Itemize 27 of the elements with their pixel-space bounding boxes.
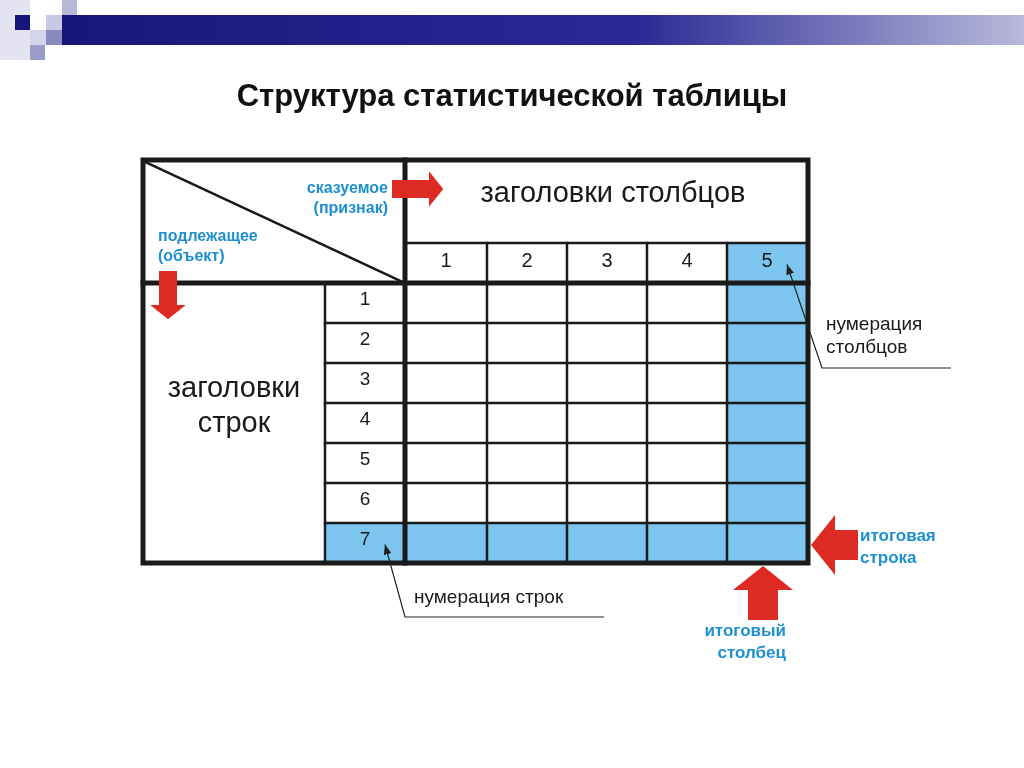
row-number: 3	[345, 368, 385, 398]
column-header: заголовки столбцов	[436, 175, 790, 223]
predicate-label: сказуемое (признак)	[270, 178, 388, 222]
row-number: 1	[345, 288, 385, 318]
row-number: 4	[345, 408, 385, 438]
callout-label: итоговая строка	[860, 525, 970, 569]
callout-label: итоговый столбец	[664, 620, 786, 666]
row-header: заголовки строк	[145, 312, 323, 450]
row-number: 7	[345, 528, 385, 558]
block-arrow	[733, 566, 793, 620]
block-arrow	[811, 515, 858, 575]
callout-label: нумерация столбцов	[826, 313, 951, 365]
block-arrow	[392, 171, 444, 207]
subject-label: подлежащее (объект)	[158, 226, 280, 270]
leader-line	[383, 543, 605, 618]
callout-label: нумерация строк	[414, 586, 604, 614]
column-number: 1	[426, 248, 466, 278]
column-number: 4	[667, 248, 707, 278]
row-number: 5	[345, 448, 385, 478]
column-number: 3	[587, 248, 627, 278]
column-number: 5	[747, 248, 787, 278]
row-number: 6	[345, 488, 385, 518]
slide-title: Структура статистической таблицы	[235, 78, 789, 114]
column-number: 2	[507, 248, 547, 278]
row-number: 2	[345, 328, 385, 358]
block-arrow	[150, 271, 186, 320]
leader-line	[786, 263, 952, 369]
